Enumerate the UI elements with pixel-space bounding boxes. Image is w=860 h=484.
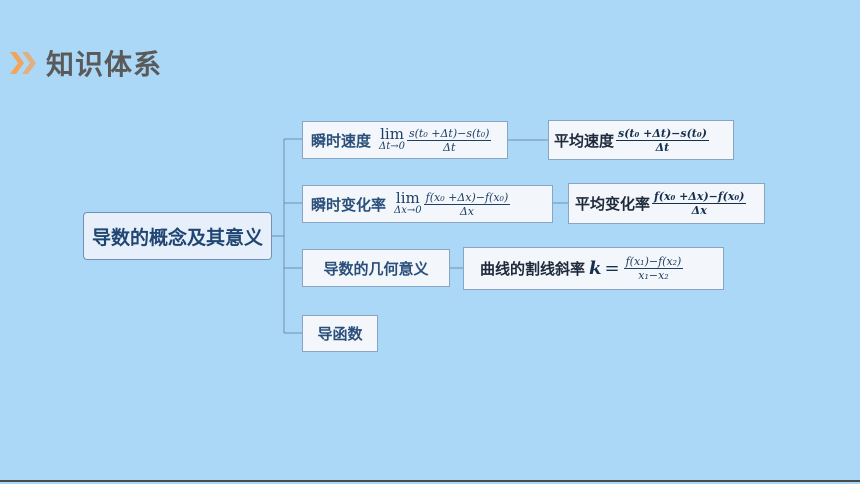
- root-node: 导数的概念及其意义: [83, 212, 272, 260]
- section-title: 知识体系: [10, 43, 162, 83]
- formula-fraction: f(x₀ +Δx)−f(x₀) Δx: [652, 190, 747, 217]
- double-chevron-icon: [10, 50, 40, 76]
- source-average-rate: 平均变化率 f(x₀ +Δx)−f(x₀) Δx: [568, 183, 765, 224]
- formula-fraction: f(x₁)−f(x₂) x₁−x₂: [623, 255, 684, 282]
- source-secant-slope: 曲线的割线斜率 k = f(x₁)−f(x₂) x₁−x₂: [463, 247, 724, 290]
- branch-label: 导函数: [317, 325, 363, 343]
- branch-geometric-meaning: 导数的几何意义: [302, 249, 450, 287]
- branch-label: 导数的几何意义: [323, 259, 429, 278]
- formula-fraction: f(x₀ +Δx)−f(x₀) Δx: [423, 190, 511, 218]
- page-title: 知识体系: [46, 48, 163, 81]
- slope-variable: k: [589, 258, 602, 279]
- formula-fraction: s(t₀ +Δt)−s(t₀) Δt: [616, 126, 709, 154]
- bottom-divider: [0, 480, 860, 482]
- equals-sign: =: [604, 258, 620, 279]
- limit-operator: lim Δx→0: [394, 189, 422, 217]
- source-average-velocity: 平均速度 s(t₀ +Δt)−s(t₀) Δt: [548, 120, 734, 160]
- branch-instant-rate: 瞬时变化率 lim Δx→0 f(x₀ +Δx)−f(x₀) Δx: [302, 185, 553, 223]
- source-label: 曲线的割线斜率: [480, 260, 586, 278]
- branch-derivative-function: 导函数: [302, 315, 378, 352]
- branch-label: 瞬时变化率: [311, 195, 387, 214]
- source-label: 平均变化率: [575, 195, 651, 213]
- branch-label: 瞬时速度: [311, 131, 372, 150]
- root-label: 导数的概念及其意义: [91, 226, 263, 249]
- formula-fraction: s(t₀ +Δt)−s(t₀) Δt: [407, 126, 492, 154]
- source-label: 平均速度: [554, 131, 615, 150]
- branch-instant-velocity: 瞬时速度 lim Δt→0 s(t₀ +Δt)−s(t₀) Δt: [302, 121, 508, 159]
- limit-operator: lim Δt→0: [379, 125, 405, 153]
